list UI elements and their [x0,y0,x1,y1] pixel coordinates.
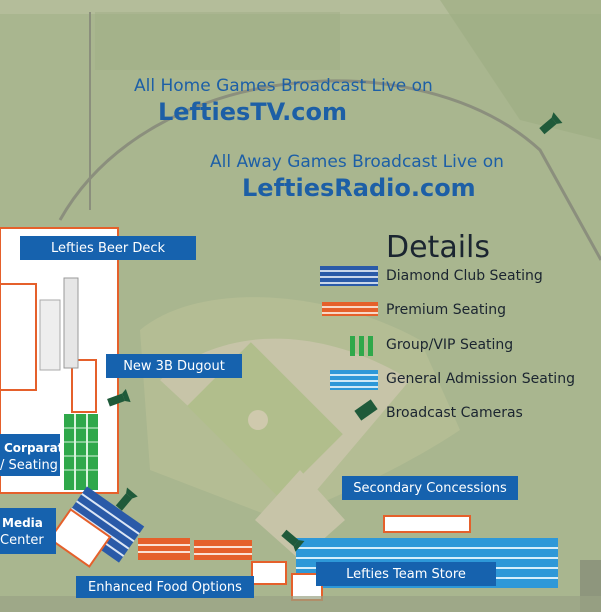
home-broadcast-line: All Home Games Broadcast Live on [134,76,433,96]
home-broadcast-site: LeftiesTV.com [158,98,347,126]
bars-icon [350,336,374,356]
secondary-concessions-building [383,515,471,533]
deck-structure [63,277,79,369]
room-outline [71,359,97,413]
media-center-label[interactable]: Media Center [0,508,56,554]
team-store-label[interactable]: Lefties Team Store [316,562,496,586]
secondary-concessions-label[interactable]: Secondary Concessions [342,476,518,500]
corporate-label-line2: / Seating [0,458,58,473]
food-building [251,561,287,585]
legend-item-label: Premium Seating [386,302,506,318]
legend-item-label: Broadcast Cameras [386,405,523,421]
legend-item-label: General Admission Seating [386,371,575,387]
camera-icon [539,112,563,135]
legend-title: Details [386,230,491,265]
home-plate-area [255,470,345,560]
beer-deck-label[interactable]: Lefties Beer Deck [20,236,196,260]
bottom-strip [0,596,601,612]
food-options-label[interactable]: Enhanced Food Options [76,576,254,598]
camera-icon [115,487,138,511]
group-seating-left [64,414,98,490]
dugout-label[interactable]: New 3B Dugout [106,354,242,378]
stripes-icon [330,370,378,390]
outfield-fence [58,79,601,261]
camera-icon [281,529,305,552]
room-outline [0,283,37,391]
corporate-seating-label[interactable]: Corparate / Seating [0,434,60,476]
legend-item-label: Diamond Club Seating [386,268,543,284]
field-patch [95,12,340,70]
field-patch [440,0,601,140]
media-label-line1: Media [2,516,43,530]
media-center-building [48,508,112,568]
away-broadcast-site: LeftiesRadio.com [242,174,476,202]
stripes-icon [320,266,378,286]
corporate-label-line1: Corparate [4,441,60,455]
legend-item-label: Group/VIP Seating [386,337,514,353]
pitcher-mound [248,410,268,430]
premium-seating [138,538,252,560]
stripes-icon [322,302,378,316]
media-label-line2: Center [0,533,44,548]
away-broadcast-line: All Away Games Broadcast Live on [210,152,504,172]
camera-icon [107,388,131,407]
diamond-club-seating [61,486,145,563]
deck-structure [39,299,61,371]
